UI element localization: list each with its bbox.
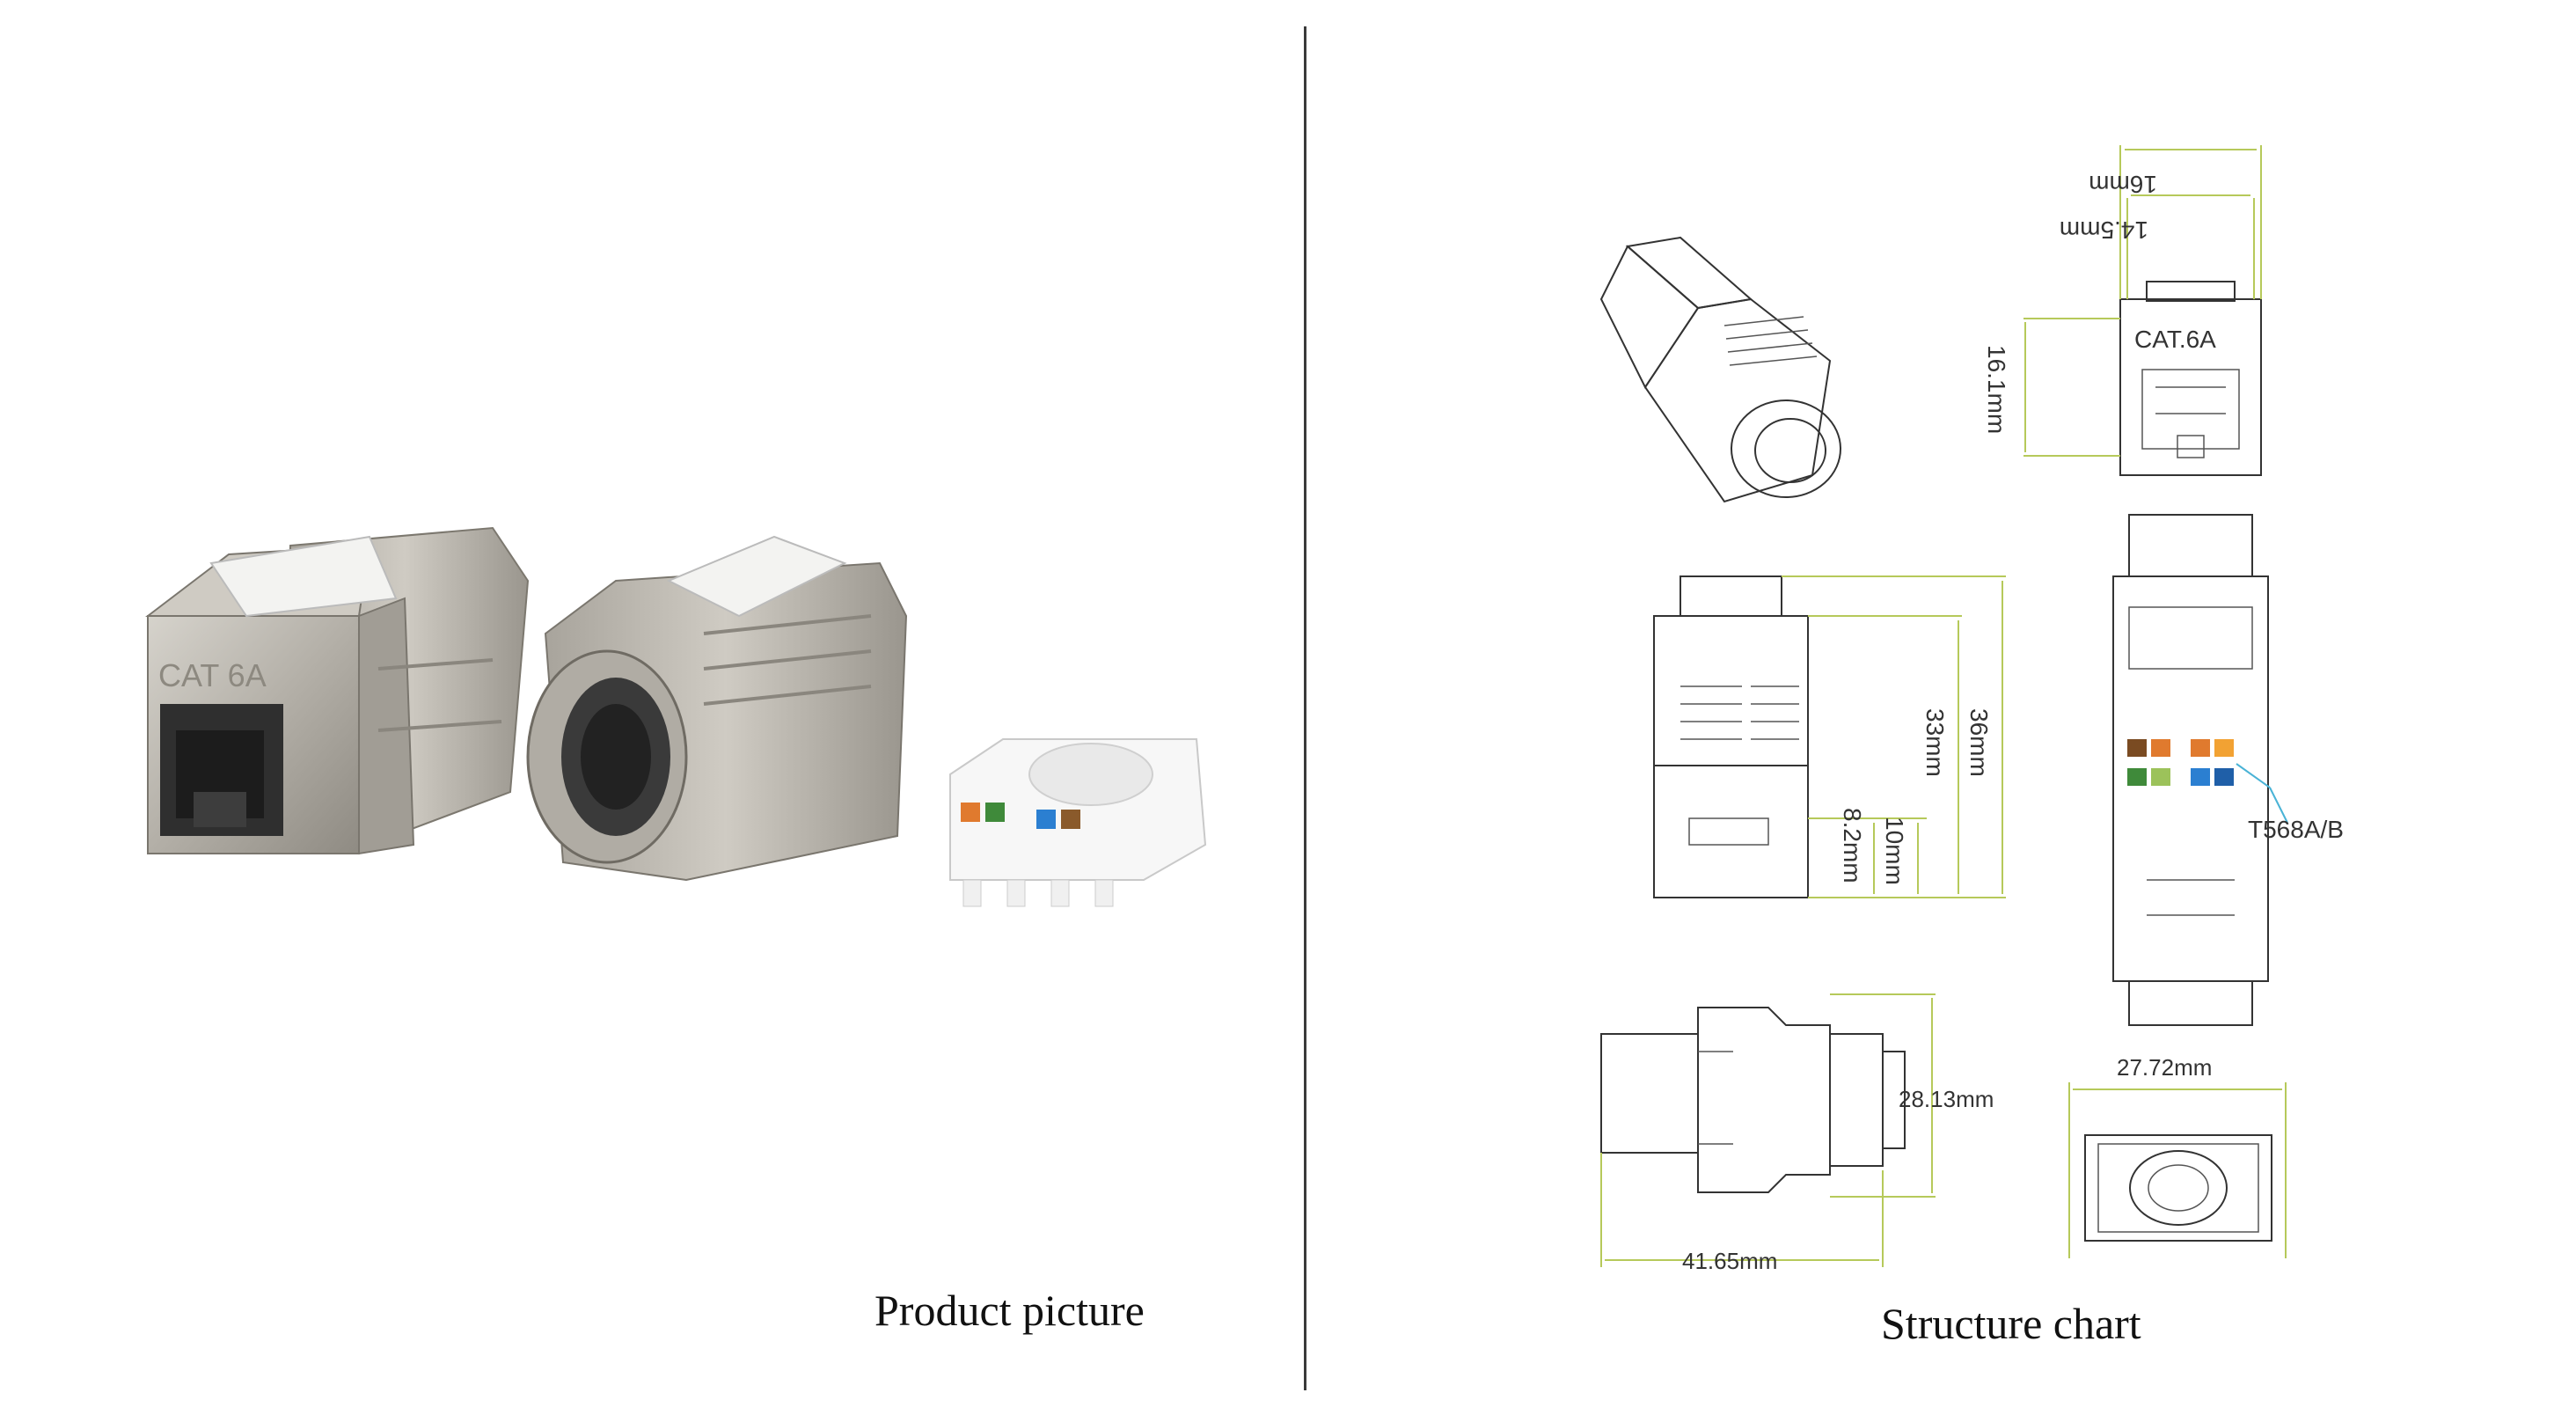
- structure-chart-caption: Structure chart: [1881, 1299, 2141, 1348]
- panel-divider: [1304, 26, 1306, 1390]
- dim-side-height: 28.13mm: [1899, 1086, 1994, 1112]
- rear-view: 27.72mm: [2068, 1054, 2287, 1258]
- front-view-label: CAT.6A: [2134, 326, 2216, 353]
- keystone-jack-front: CAT 6A: [145, 526, 530, 855]
- dim-width-outer: 16mm: [2089, 171, 2157, 198]
- keystone-jack-rear: [526, 535, 908, 882]
- side-view: 33mm 36mm 8.2mm 10mm: [1653, 575, 2006, 898]
- isometric-view: [1599, 236, 1841, 503]
- product-photo: CAT 6A: [145, 526, 1207, 907]
- structure-drawing: CAT.6A 16mm 14.5mm 16.1mm: [1599, 145, 2344, 1274]
- structure-chart-panel: CAT.6A 16mm 14.5mm 16.1mm: [1311, 0, 2576, 1422]
- dim-rear-width: 27.72mm: [2117, 1054, 2212, 1081]
- wire-cap: [949, 738, 1207, 907]
- dim-length-total: 36mm: [1965, 708, 1993, 777]
- front-view: CAT.6A 16mm 14.5mm 16.1mm: [1983, 145, 2262, 476]
- dim-side-length: 41.65mm: [1682, 1248, 1777, 1274]
- dim-height-front: 16.1mm: [1983, 345, 2010, 434]
- top-view: T568A/B: [2112, 514, 2344, 1026]
- product-picture-caption: Product picture: [875, 1286, 1145, 1335]
- bottom-side-view: 41.65mm 28.13mm: [1600, 993, 1994, 1274]
- svg-text:CAT 6A: CAT 6A: [158, 657, 267, 693]
- dim-latch-b: 10mm: [1881, 817, 1908, 885]
- wiring-label: T568A/B: [2248, 816, 2344, 843]
- dim-latch-a: 8.2mm: [1839, 808, 1866, 883]
- dim-length-body: 33mm: [1921, 708, 1949, 777]
- dim-width-inner: 14.5mm: [2060, 216, 2148, 244]
- product-picture-panel: CAT 6A: [145, 526, 1207, 1335]
